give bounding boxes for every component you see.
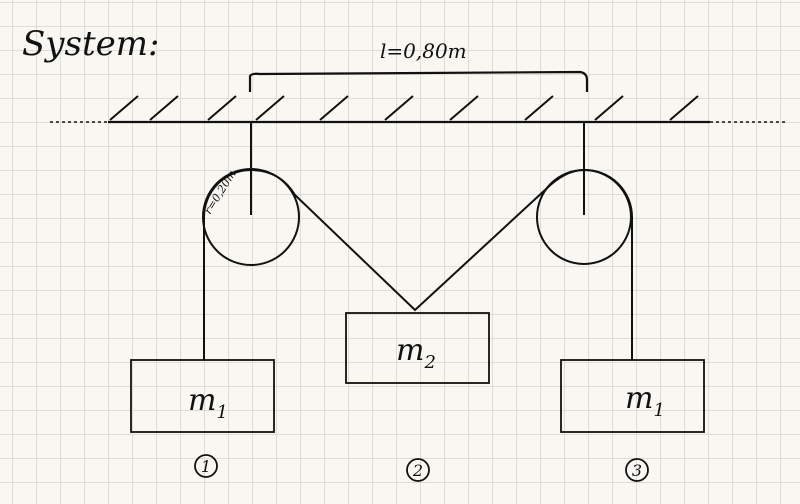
number-badge-1: 1 [194,454,218,478]
mass-label-3: m1 [625,381,665,421]
length-brace [248,70,589,92]
hatch-mark [149,95,179,121]
hatch-mark [319,95,349,121]
hatch-mark [594,95,624,121]
hatch-mark [207,95,237,121]
hatch-mark [109,95,139,121]
number-badge-3: 3 [625,458,649,482]
mass-box-1 [130,359,275,433]
svg-text:3: 3 [632,461,642,480]
title: System: [22,24,159,64]
number-badge-2: 2 [406,458,430,482]
hatch-mark [449,95,479,121]
mass-box-3 [560,359,705,433]
hatch-mark [384,95,414,121]
length-label: l=0,80m [380,39,467,63]
hatch-mark [524,95,554,121]
hatch-mark [669,95,699,121]
rope [203,168,633,360]
hatch-mark [255,95,285,121]
mass-label-2: m2 [396,333,436,373]
ceiling-hatching [109,95,699,121]
mass-box-2 [345,312,490,384]
svg-text:2: 2 [412,461,423,480]
radius-label: r=0,20m [202,168,239,217]
mass-label-1: m1 [188,383,228,423]
svg-text:1: 1 [201,457,211,476]
